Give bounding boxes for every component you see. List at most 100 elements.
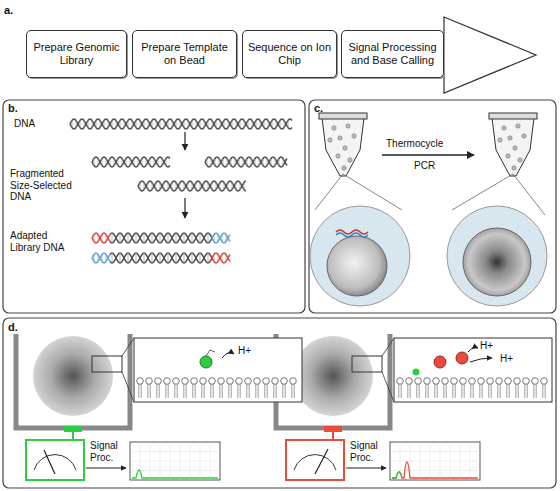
- base-pair: [228, 120, 229, 127]
- base-pair: [220, 120, 221, 127]
- base-pair: [243, 158, 244, 165]
- base-pair: [128, 253, 129, 263]
- base-pair: [222, 254, 223, 261]
- text-label: H+: [480, 340, 493, 352]
- lipid-head: [164, 378, 171, 385]
- base-pair: [276, 120, 277, 127]
- base-pair: [176, 182, 177, 189]
- zoom-line: [315, 174, 343, 210]
- lipid-tail: [506, 384, 507, 398]
- base-pair: [132, 120, 133, 127]
- base-pair: [136, 253, 137, 263]
- base-pair: [184, 182, 185, 189]
- base-pair: [212, 182, 213, 189]
- amplified-bead: [463, 228, 531, 296]
- bead-dot: [346, 124, 350, 128]
- base-pair: [102, 158, 103, 165]
- lipid-head: [155, 378, 162, 385]
- base-pair: [208, 253, 209, 263]
- base-pair: [176, 233, 177, 243]
- base-pair: [200, 233, 201, 243]
- grid-line: [390, 470, 480, 471]
- lipid-tail: [455, 384, 456, 398]
- base-pair: [231, 158, 232, 165]
- lipid-head: [272, 378, 279, 385]
- lipid-tail: [452, 384, 453, 398]
- dna-strand: [110, 253, 212, 263]
- base-pair: [176, 120, 177, 127]
- dna-strand: [92, 233, 110, 243]
- dna-strand: [212, 233, 230, 243]
- lipid-head: [218, 378, 225, 385]
- base-pair: [102, 234, 103, 241]
- base-pair: [84, 120, 85, 127]
- process-box: Signal Processing and Base Calling: [341, 30, 444, 78]
- lipid-head: [514, 378, 521, 385]
- lipid-tail: [434, 384, 435, 398]
- base-pair: [200, 253, 201, 263]
- lipid-tail: [536, 384, 537, 398]
- base-pair: [192, 233, 193, 243]
- lipid-tail: [401, 384, 402, 398]
- base-pair: [136, 120, 137, 127]
- lipid-tail: [524, 384, 525, 398]
- lipid-head: [263, 378, 270, 385]
- dna-strand: [70, 119, 292, 129]
- lipid-tail: [497, 384, 498, 398]
- lipid-tail: [192, 384, 193, 398]
- bead-dot: [506, 154, 510, 158]
- dna-strand: [92, 233, 110, 243]
- process-box: Prepare Template on Bead: [132, 30, 237, 78]
- base-pair: [128, 120, 129, 127]
- base-pair: [122, 158, 123, 165]
- bead-dot: [513, 146, 517, 150]
- dna-strand: [92, 157, 170, 167]
- lipid-tail: [228, 384, 229, 398]
- base-pair: [110, 158, 111, 165]
- lipid-tail: [527, 384, 528, 398]
- lipid-tail: [183, 384, 184, 398]
- lipid-head: [415, 378, 422, 385]
- base-pair: [267, 158, 268, 165]
- grid-line: [130, 451, 220, 452]
- lipid-tail: [174, 384, 175, 398]
- lipid-tail: [150, 384, 151, 398]
- base-pair: [204, 182, 205, 189]
- lipid-tail: [159, 384, 160, 398]
- base-pair: [108, 120, 109, 127]
- panel-d-frame: [3, 318, 556, 488]
- process-box: Sequence on Ion Chip: [242, 30, 337, 78]
- lipid-tail: [273, 384, 274, 398]
- dna-strand: [212, 233, 230, 243]
- dna-strand: [205, 157, 287, 167]
- base-pair: [224, 120, 225, 127]
- base-pair: [168, 253, 169, 263]
- base-pair: [142, 158, 143, 165]
- base-pair: [152, 253, 153, 263]
- text-label: H+: [500, 353, 513, 365]
- base-pair: [106, 254, 107, 261]
- base-pair: [112, 253, 113, 263]
- dna-strand: [138, 181, 246, 191]
- base-pair: [247, 158, 248, 165]
- base-pair: [216, 120, 217, 127]
- base-pair: [218, 254, 219, 261]
- bead-dot: [352, 134, 356, 138]
- lipid-tail: [264, 384, 265, 398]
- base-pair: [160, 233, 161, 243]
- dna-strand: [70, 119, 292, 129]
- lipid-tail: [255, 384, 256, 398]
- base-pair: [92, 120, 93, 127]
- lipid-head: [523, 378, 530, 385]
- base-pair: [188, 182, 189, 189]
- base-pair: [216, 182, 217, 189]
- base-pair: [272, 120, 273, 127]
- lipid-head: [245, 378, 252, 385]
- lipid-tail: [156, 384, 157, 398]
- base-pair: [102, 254, 103, 261]
- lipid-head: [182, 378, 189, 385]
- lipid-tail: [500, 384, 501, 398]
- base-pair: [154, 158, 155, 165]
- base-pair: [288, 120, 289, 127]
- lipid-tail: [545, 384, 546, 398]
